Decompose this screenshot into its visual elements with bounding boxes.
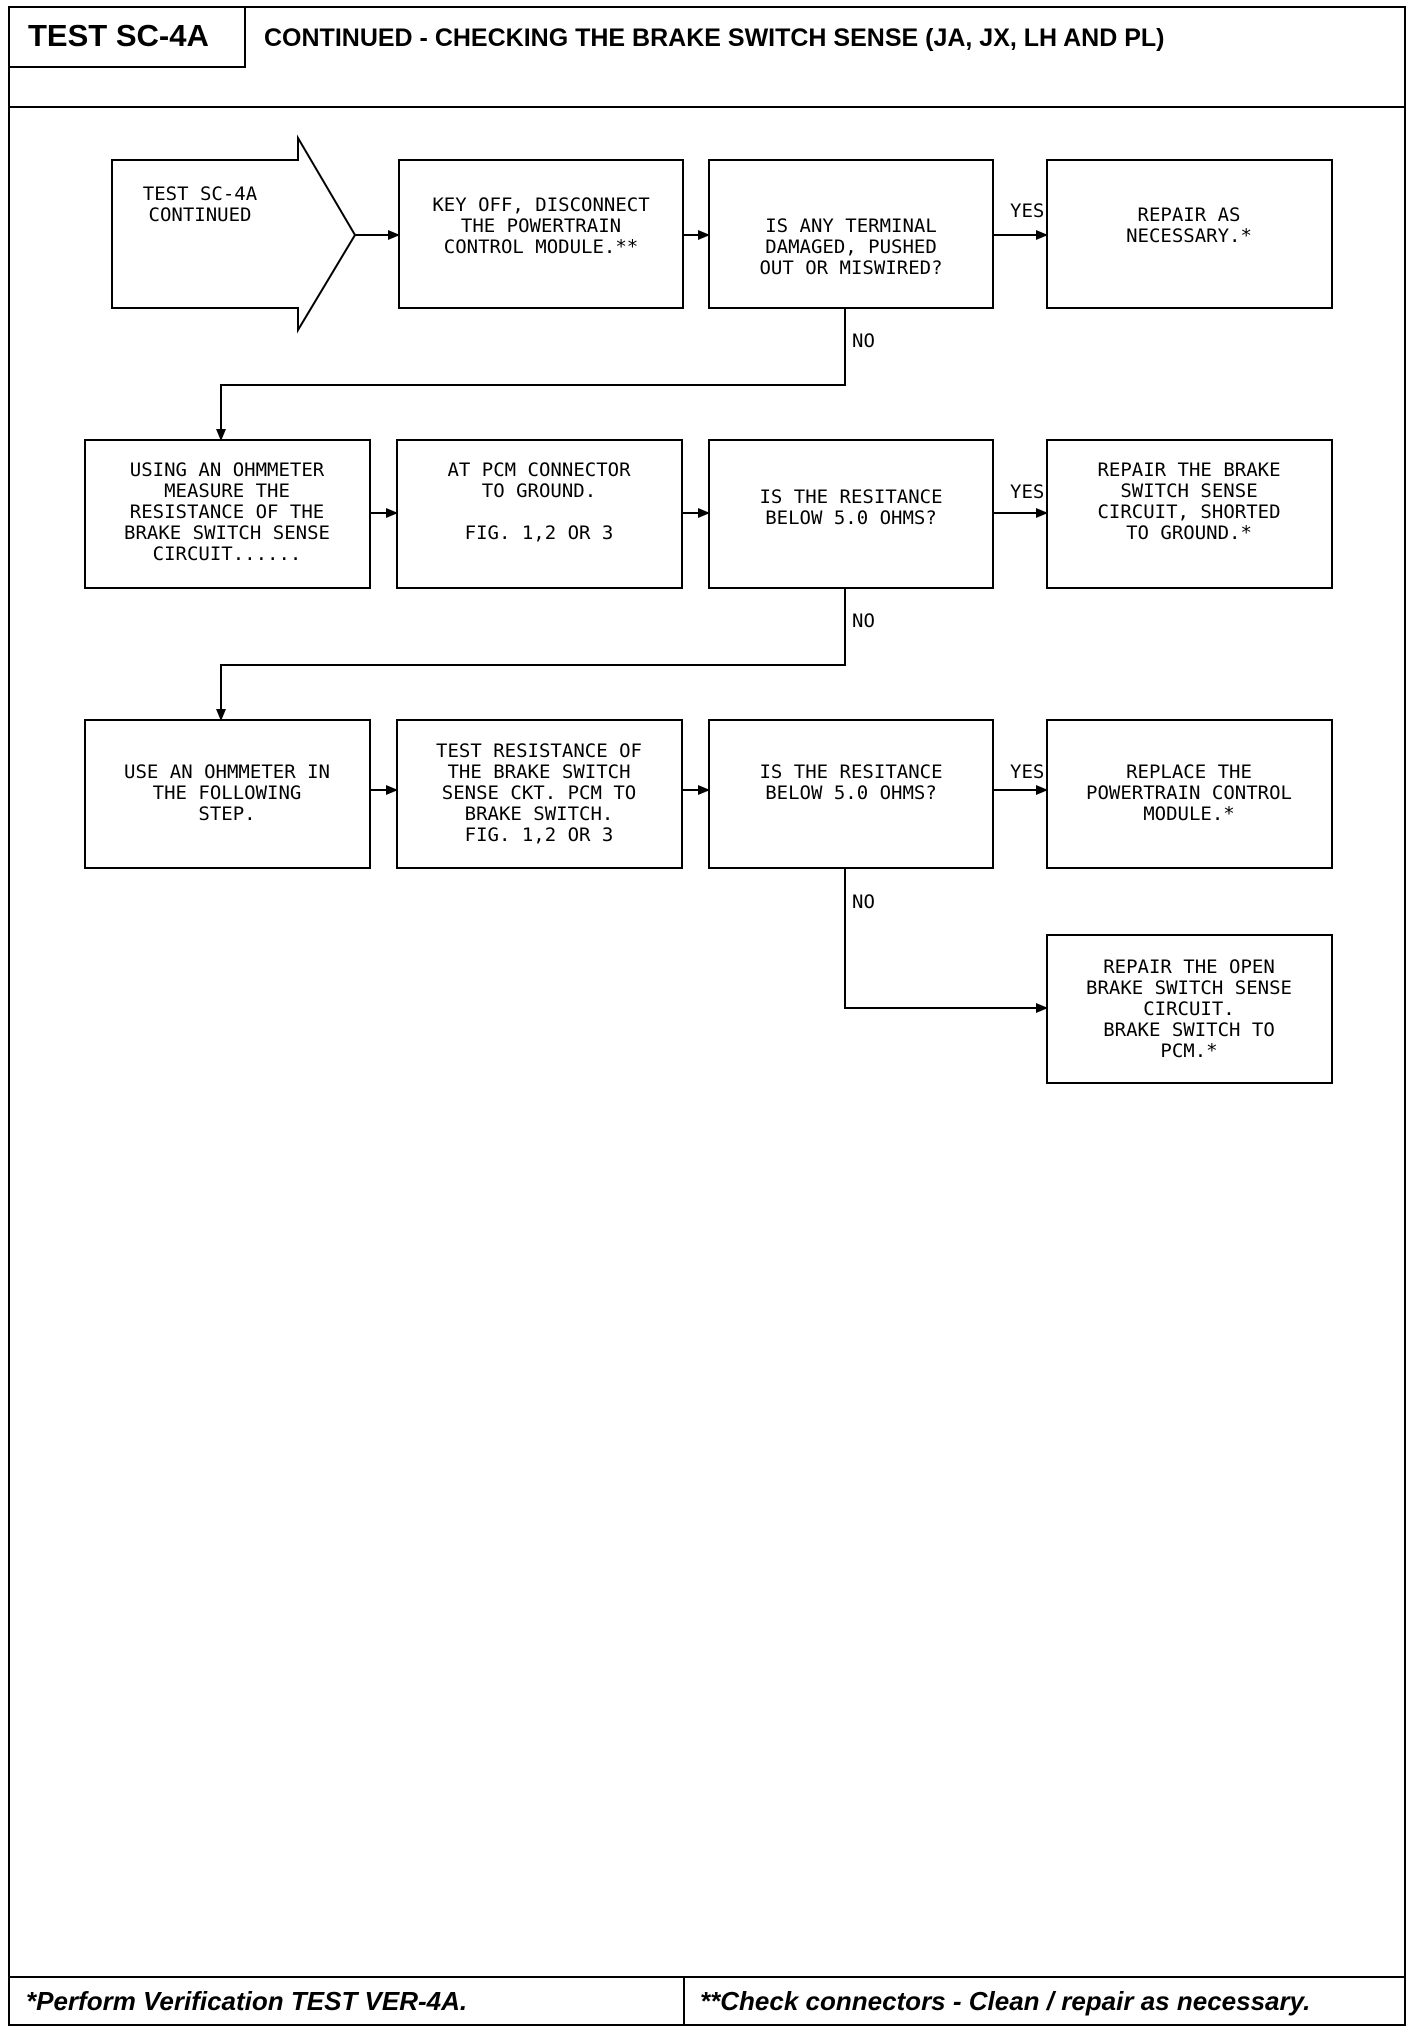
connector-no-2	[216, 588, 846, 721]
flowchart-page: TEST SC-4A CONTINUED - CHECKING THE BRAK…	[8, 6, 1406, 2026]
yes-label-2: YES	[1010, 481, 1044, 503]
yes-label-3: YES	[1010, 761, 1044, 783]
test-id: TEST SC-4A	[10, 8, 246, 68]
page-title: CONTINUED - CHECKING THE BRAKE SWITCH SE…	[264, 24, 1165, 52]
start-arrow-shape	[111, 134, 357, 334]
footer-divider	[683, 1978, 685, 2024]
footer-connector-note: **Check connectors - Clean / repair as n…	[700, 1986, 1311, 2016]
no-label-2: NO	[852, 610, 875, 632]
no-label-3: NO	[852, 891, 875, 913]
connector-no-1	[216, 308, 846, 441]
footer: *Perform Verification TEST VER-4A. **Che…	[10, 1976, 1404, 2024]
yes-label-1: YES	[1010, 200, 1044, 222]
header: TEST SC-4A CONTINUED - CHECKING THE BRAK…	[10, 8, 1404, 108]
no-label-1: NO	[852, 330, 875, 352]
use-ohmmeter-box	[84, 719, 371, 869]
connector-no-3	[844, 868, 1048, 1013]
footer-verification-note: *Perform Verification TEST VER-4A.	[26, 1986, 468, 2016]
